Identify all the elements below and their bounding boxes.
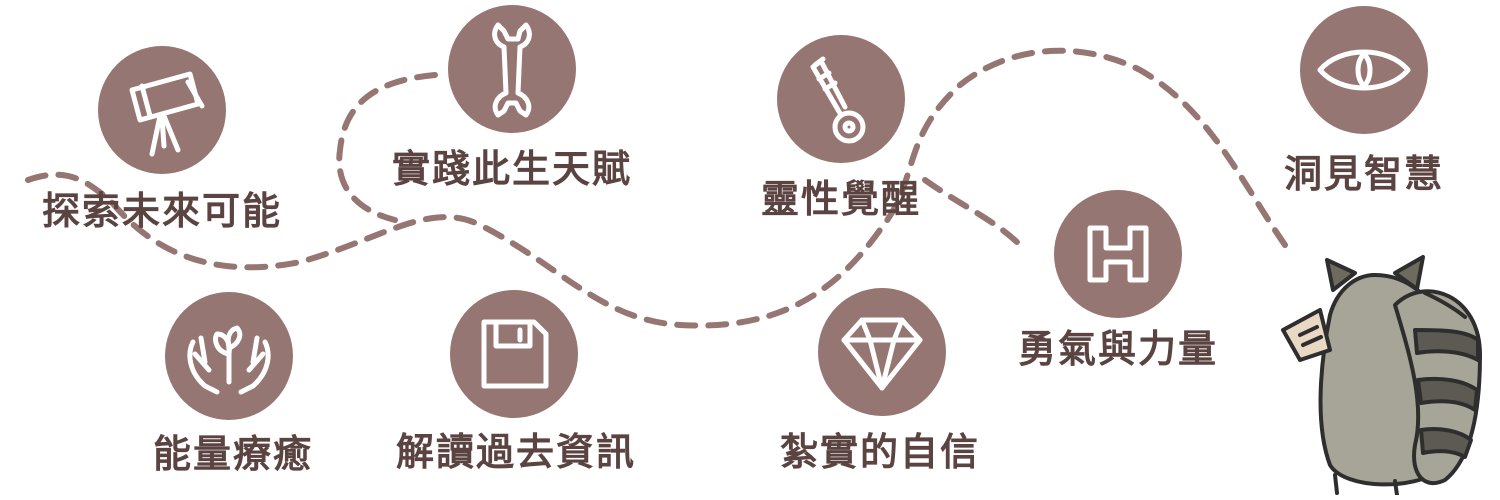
- label-solid-confidence: 紮實的自信: [779, 430, 981, 474]
- wrench-icon: [492, 22, 532, 118]
- label-insight-wisdom: 洞見智慧: [1283, 152, 1445, 196]
- node-interpret-past: [450, 290, 578, 418]
- node-practice-talent: [448, 5, 576, 133]
- label-explore-future: 探索未來可能: [41, 189, 283, 233]
- label-courage-power: 勇氣與力量: [1017, 327, 1219, 371]
- h-letter-icon: [1087, 225, 1149, 283]
- node-spiritual-awakening: [777, 35, 905, 163]
- node-energy-healing: [165, 292, 293, 420]
- label-practice-talent: 實踐此生天賦: [391, 147, 633, 191]
- label-interpret-past: 解讀過去資訊: [395, 430, 637, 474]
- diamond-icon: [841, 317, 923, 391]
- label-spiritual-awakening: 靈性覺醒: [760, 177, 922, 221]
- node-solid-confidence: [818, 288, 946, 416]
- key-icon: [810, 56, 866, 144]
- node-insight-wisdom: [1300, 6, 1428, 134]
- hands-sprout-icon: [187, 325, 271, 395]
- label-energy-healing: 能量療癒: [152, 432, 314, 476]
- floppy-disk-icon: [481, 319, 549, 389]
- node-explore-future: [98, 46, 226, 174]
- raccoon-mascot-icon: [1281, 255, 1482, 495]
- telescope-icon: [129, 71, 205, 157]
- eye-icon: [1317, 49, 1411, 91]
- node-courage-power: [1054, 190, 1182, 318]
